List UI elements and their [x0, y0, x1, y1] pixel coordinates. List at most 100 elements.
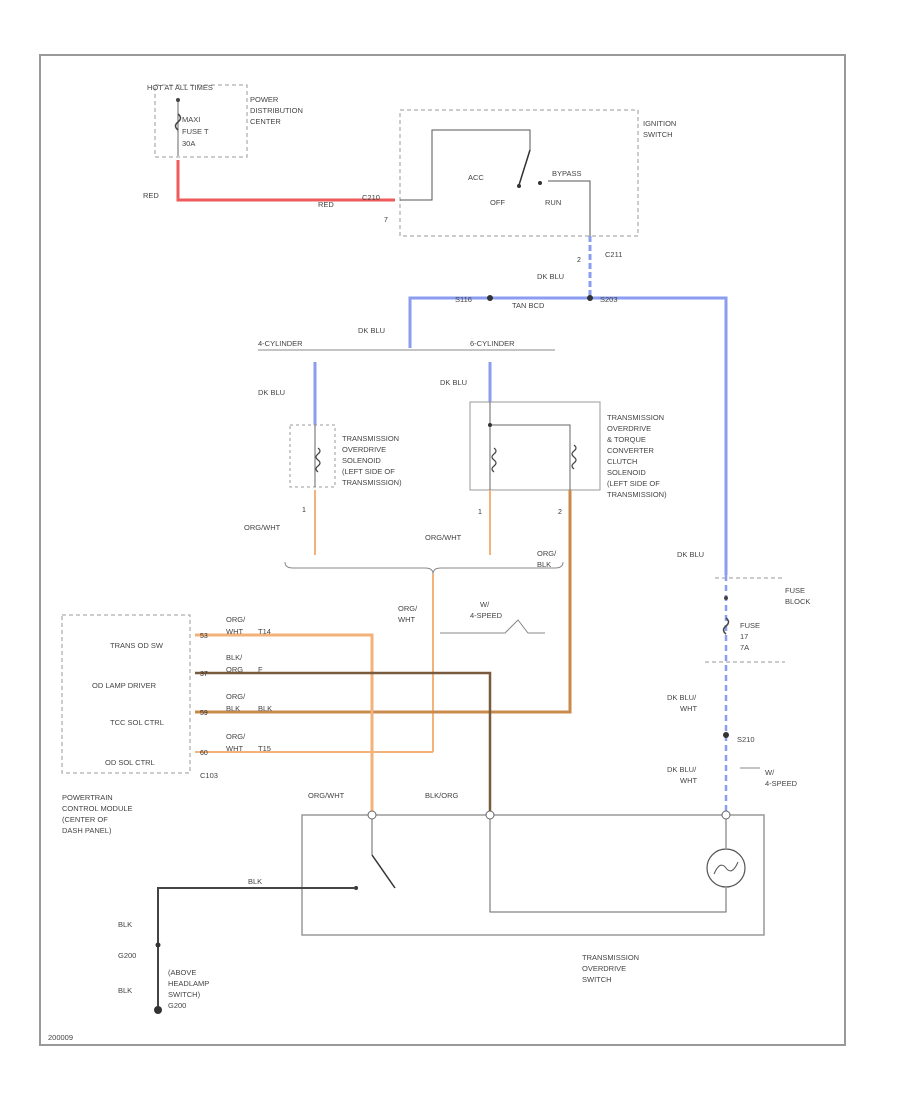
pcm-name-4: DASH PANEL)	[62, 826, 112, 835]
power-distribution-center-box	[154, 84, 248, 158]
left-sol-label-2: OVERDRIVE	[342, 445, 386, 454]
od-switch-blade	[371, 854, 396, 889]
dk-blu-label-3: DK BLU	[258, 388, 285, 397]
pcm-name-3: (CENTER OF	[62, 815, 108, 824]
tan-bcd-label: TAN BCD	[512, 301, 545, 310]
pcm-pin-tcc: 59	[200, 710, 208, 717]
od-solenoid-coil	[491, 447, 497, 473]
org-wht-trans-od-wire	[195, 633, 374, 815]
od-switch-box	[301, 814, 765, 936]
blk-org-lamp-wire	[195, 671, 492, 815]
four-cyl-label: 4-CYLINDER	[258, 339, 303, 348]
ignition-contact-acc	[517, 184, 521, 188]
od-switch-label-2: OVERDRIVE	[582, 964, 626, 973]
left-sol-pin: 1	[302, 507, 306, 514]
ignition-internal-wire	[400, 129, 531, 201]
pcm-pin-trans: 53	[200, 633, 208, 640]
od-lamp-bulb-icon	[706, 848, 746, 888]
splice-s210	[723, 732, 729, 738]
pcm-w1b: WHT	[226, 627, 243, 636]
fuse-17-num: 17	[740, 632, 748, 641]
pdc-label-3: CENTER	[250, 117, 281, 126]
fuse-terminal-top	[176, 98, 180, 102]
pcm-name-1: POWERTRAIN	[62, 793, 113, 802]
left-sol-label-5: TRANSMISSION)	[342, 478, 402, 487]
speed-note-4: 4-SPEED	[765, 779, 798, 788]
ignition-switch-box	[399, 109, 639, 237]
ground-loc-2: HEADLAMP	[168, 979, 209, 988]
pdc-label-2: DISTRIBUTION	[250, 106, 303, 115]
left-solenoid-box	[289, 424, 336, 488]
od-switch-pin-a	[367, 810, 377, 820]
pcm-pin-lamp: 37	[200, 671, 208, 678]
right-sol-label-4: CONVERTER	[607, 446, 655, 455]
org-wht-label-a: ORG/	[398, 604, 418, 613]
pcm-w3c: BLK	[258, 704, 272, 713]
pcm-pin-od: 60	[200, 750, 208, 757]
fuse-17-symbol	[722, 617, 730, 635]
org-wht-label-2: ORG/WHT	[425, 533, 462, 542]
speed-note-marker	[440, 619, 545, 634]
org-blk-tcc-wire	[195, 490, 572, 714]
ground-loc-3: SWITCH)	[168, 990, 201, 999]
ignition-switch-blade	[518, 149, 531, 186]
od-switch-lamp-circuit	[489, 819, 727, 913]
org-wht-label-b: WHT	[398, 615, 415, 624]
ignition-run-label: RUN	[545, 198, 561, 207]
pcm-w4a: ORG/	[226, 732, 246, 741]
dk-blu-label-1: DK BLU	[537, 272, 564, 281]
dk-blu-label-2: DK BLU	[358, 326, 385, 335]
ignition-run-wire	[548, 180, 591, 236]
six-cyl-label: 6-CYLINDER	[470, 339, 515, 348]
org-wht-label-1: ORG/WHT	[244, 523, 281, 532]
od-switch-label-3: SWITCH	[582, 975, 612, 984]
ignition-conn-c211: C211	[605, 250, 622, 259]
left-solenoid-coil	[315, 447, 321, 473]
pcm-w2c: F	[258, 665, 263, 674]
pcm-tcc-sol-ctrl: TCC SOL CTRL	[110, 718, 164, 727]
fuse-17-amps: 7A	[740, 643, 749, 652]
left-sol-label-1: TRANSMISSION	[342, 434, 399, 443]
splice-s116	[487, 295, 493, 301]
ignition-pin-7: 7	[384, 217, 388, 224]
s210-label: S210	[737, 735, 755, 744]
dk-blu-label-5: DK BLU	[677, 550, 704, 559]
pcm-od-lamp-driver: OD LAMP DRIVER	[92, 681, 157, 690]
dk-blu-wht-1: DK BLU/	[667, 693, 697, 702]
dk-blu-label-4: DK BLU	[440, 378, 467, 387]
s116-label: S116	[455, 295, 472, 304]
org-blk-label-1: ORG/	[537, 549, 557, 558]
right-sol-label-3: & TORQUE	[607, 435, 646, 444]
od-lamp-filament	[713, 861, 739, 875]
right-sol-label-5: CLUTCH	[607, 457, 637, 466]
ignition-pin-2: 2	[577, 257, 581, 264]
right-sol-label-8: TRANSMISSION)	[607, 490, 667, 499]
splice-bracket	[284, 561, 564, 575]
splice-s203	[587, 295, 593, 301]
pcm-conn: C103	[200, 771, 218, 780]
pcm-w2b: ORG	[226, 665, 243, 674]
right-sol-pin-2: 2	[558, 509, 562, 516]
right-sol-label-7: (LEFT SIDE OF	[607, 479, 660, 488]
pcm-name-2: CONTROL MODULE	[62, 804, 133, 813]
ignition-acc-label: ACC	[468, 173, 484, 182]
ignition-bypass-label: BYPASS	[552, 169, 581, 178]
pcm-od-sol-ctrl: OD SOL CTRL	[105, 758, 155, 767]
ground-icon	[154, 1006, 162, 1014]
dk-blu-wht-2: WHT	[680, 704, 697, 713]
ignition-label-1: IGNITION	[643, 119, 676, 128]
red-wire-label-2: RED	[318, 200, 334, 209]
od-switch-label-1: TRANSMISSION	[582, 953, 639, 962]
right-solenoid-internal	[489, 402, 571, 490]
red-wire	[176, 160, 395, 202]
maxi-label: MAXI	[182, 115, 200, 124]
fuse-label: FUSE T	[182, 127, 209, 136]
figure-id: 200009	[48, 1033, 73, 1042]
ignition-off-label: OFF	[490, 198, 505, 207]
fuse-amps-label: 30A	[182, 139, 195, 148]
g200-label: G200	[118, 951, 136, 960]
pcm-box	[61, 614, 191, 774]
ignition-contact-off	[538, 181, 542, 185]
fuse-block-label-2: BLOCK	[785, 597, 810, 606]
